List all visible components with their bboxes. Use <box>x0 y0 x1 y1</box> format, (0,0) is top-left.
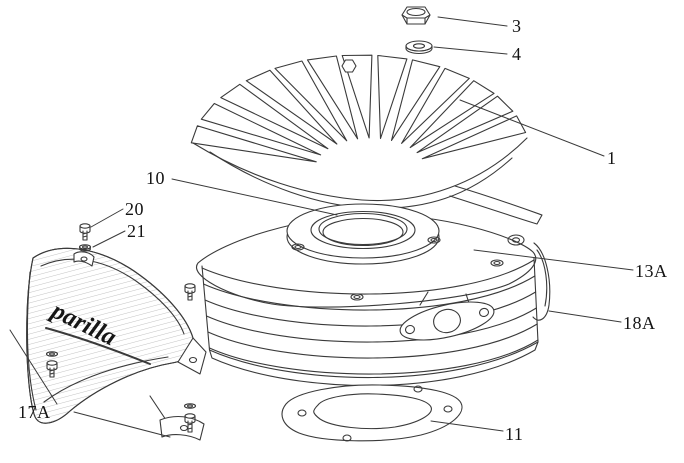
leader-line-4 <box>433 46 508 55</box>
part-label-17A: 17A <box>18 402 51 422</box>
side-bracket-drawing <box>507 234 551 321</box>
screw-icon <box>184 283 196 301</box>
part-label-13A: 13A <box>635 261 668 281</box>
part-label-11: 11 <box>505 424 524 444</box>
exhaust-flange-drawing <box>399 291 495 341</box>
leader-line-17A-lower <box>73 411 171 438</box>
leader-line-10 <box>171 178 338 216</box>
part-label-18A: 18A <box>623 313 656 333</box>
gasket-drawing <box>281 384 463 442</box>
washer-icon <box>45 351 59 357</box>
screw-icon <box>79 223 91 241</box>
washer-icon <box>183 403 197 409</box>
leader-line-20 <box>90 208 124 228</box>
cylinder-head-drawing <box>190 54 543 225</box>
leader-line-21 <box>92 230 126 248</box>
washer-icon <box>78 244 92 252</box>
leader-line-3 <box>437 16 508 27</box>
part-label-3: 3 <box>512 16 522 36</box>
part-label-1: 1 <box>607 148 617 168</box>
leader-line-18A <box>548 310 622 323</box>
part-label-20: 20 <box>125 199 144 219</box>
washer-drawing <box>405 40 433 55</box>
screw-icon <box>46 360 58 378</box>
leader-line-1 <box>459 99 605 157</box>
screw-icon <box>184 413 196 433</box>
part-label-10: 10 <box>146 168 165 188</box>
leader-line-13A <box>473 249 634 271</box>
nut-drawing <box>401 6 431 25</box>
cylinder-barrel-drawing <box>195 203 539 387</box>
fastener-drawings <box>45 223 197 433</box>
leader-line-17A-upper <box>9 329 58 405</box>
part-label-4: 4 <box>512 44 522 64</box>
shroud-drawing: parilla <box>26 247 207 441</box>
leader-lines <box>9 16 634 438</box>
part-label-21: 21 <box>127 221 146 241</box>
leader-line-11 <box>430 420 504 432</box>
